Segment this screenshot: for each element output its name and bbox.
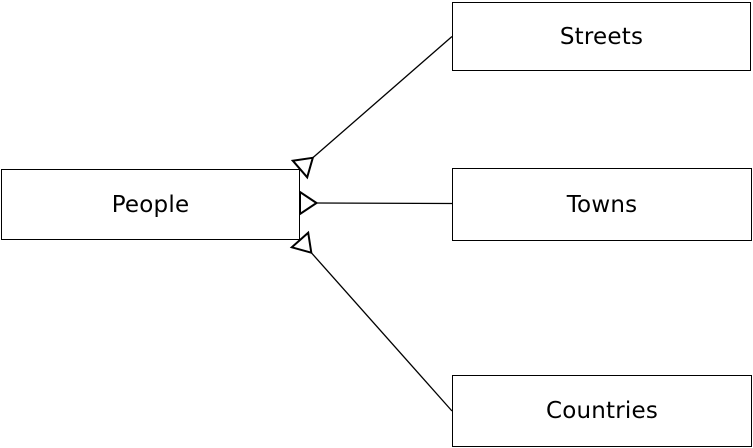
hollow-triangle-arrowhead-towns[interactable] [299, 190, 319, 216]
node-towns-label: Towns [566, 191, 638, 218]
edge-people-countries[interactable] [289, 230, 453, 412]
node-people-label: People [111, 191, 190, 218]
node-countries[interactable]: Countries [452, 375, 752, 447]
node-streets[interactable]: Streets [452, 2, 751, 71]
edge-people-countries-line[interactable] [310, 252, 453, 412]
edge-people-towns-line[interactable] [316, 202, 453, 205]
node-towns[interactable]: Towns [452, 168, 752, 241]
node-streets-label: Streets [559, 23, 644, 50]
edge-people-streets-line[interactable] [312, 36, 453, 159]
edge-people-streets[interactable] [290, 36, 453, 180]
node-countries-label: Countries [545, 398, 659, 424]
node-people[interactable]: People [1, 169, 300, 240]
edge-people-towns[interactable] [299, 190, 453, 216]
